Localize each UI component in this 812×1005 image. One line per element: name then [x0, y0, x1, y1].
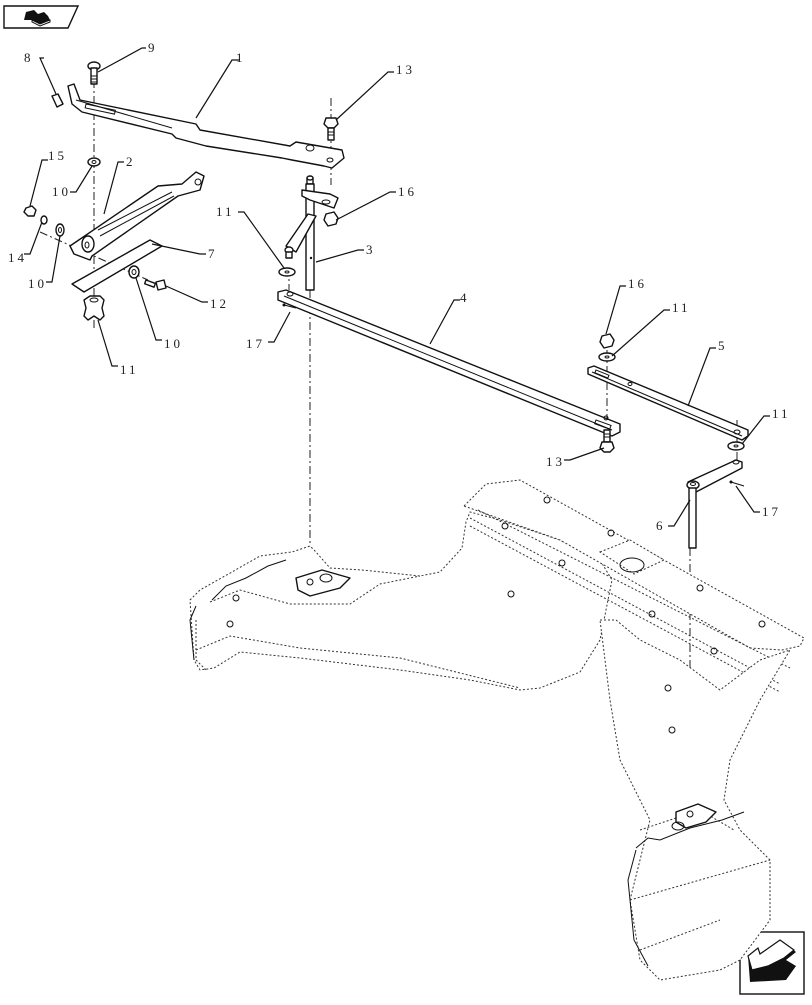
callout-5[interactable]: 5 [718, 338, 728, 353]
callout-9[interactable]: 9 [148, 40, 158, 55]
back-nav-button[interactable] [3, 5, 80, 29]
callout-8[interactable]: 8 [24, 50, 34, 65]
part-1-lever [67, 83, 345, 169]
callout-16b[interactable]: 16 [628, 276, 647, 291]
part-11-washer-center [278, 267, 296, 277]
part-2-bracket [69, 171, 205, 261]
callout-1[interactable]: 1 [236, 50, 246, 65]
callout-10b[interactable]: 10 [28, 276, 47, 291]
part-10-washers [55, 157, 140, 279]
part-17-pin-right [729, 480, 745, 487]
part-6-crank [686, 459, 743, 549]
part-14-lockwasher [40, 215, 48, 225]
part-9-bolt [87, 61, 101, 85]
callout-11b[interactable]: 11 [120, 362, 139, 377]
callout-7[interactable]: 7 [208, 246, 218, 261]
part-13-bolt-bottom [599, 429, 615, 453]
callout-17a[interactable]: 17 [246, 336, 265, 351]
callout-2[interactable]: 2 [126, 154, 136, 169]
callout-13a[interactable]: 13 [396, 62, 415, 77]
callout-15[interactable]: 15 [48, 148, 67, 163]
callout-13b[interactable]: 13 [546, 454, 565, 469]
arrow-left-down-icon [747, 939, 796, 982]
part-11-washer-far-right [727, 441, 745, 451]
callout-4[interactable]: 4 [460, 290, 470, 305]
callout-labels: 1 2 3 4 5 6 7 8 9 10 10 10 11 11 11 11 1… [8, 40, 791, 533]
part-16-nut-center [323, 211, 339, 227]
part-16-nut-right [599, 333, 615, 349]
part-11-knob [83, 295, 105, 321]
callout-6[interactable]: 6 [656, 518, 666, 533]
callout-14[interactable]: 14 [8, 250, 27, 265]
book-pointer-icon [24, 10, 51, 27]
part-3-shaft [284, 175, 339, 291]
part-8-tab [51, 93, 64, 108]
part-12-bolt [143, 279, 167, 291]
callout-3[interactable]: 3 [366, 242, 376, 257]
part-15-nut [23, 205, 37, 217]
callout-17b[interactable]: 17 [762, 504, 781, 519]
callout-11c[interactable]: 11 [672, 300, 691, 315]
part-17-pin-left [282, 303, 297, 309]
callout-16a[interactable]: 16 [398, 184, 417, 199]
callout-11a[interactable]: 11 [216, 204, 235, 219]
callout-11d[interactable]: 11 [772, 406, 791, 421]
callout-12[interactable]: 12 [210, 296, 229, 311]
housing-frame [189, 479, 805, 981]
callout-10c[interactable]: 10 [164, 336, 183, 351]
part-4-link [277, 289, 621, 437]
callout-10a[interactable]: 10 [52, 184, 71, 199]
part-13-bolt-top [323, 117, 339, 141]
leader-lines [24, 47, 770, 527]
part-11-washer-right [598, 352, 616, 362]
